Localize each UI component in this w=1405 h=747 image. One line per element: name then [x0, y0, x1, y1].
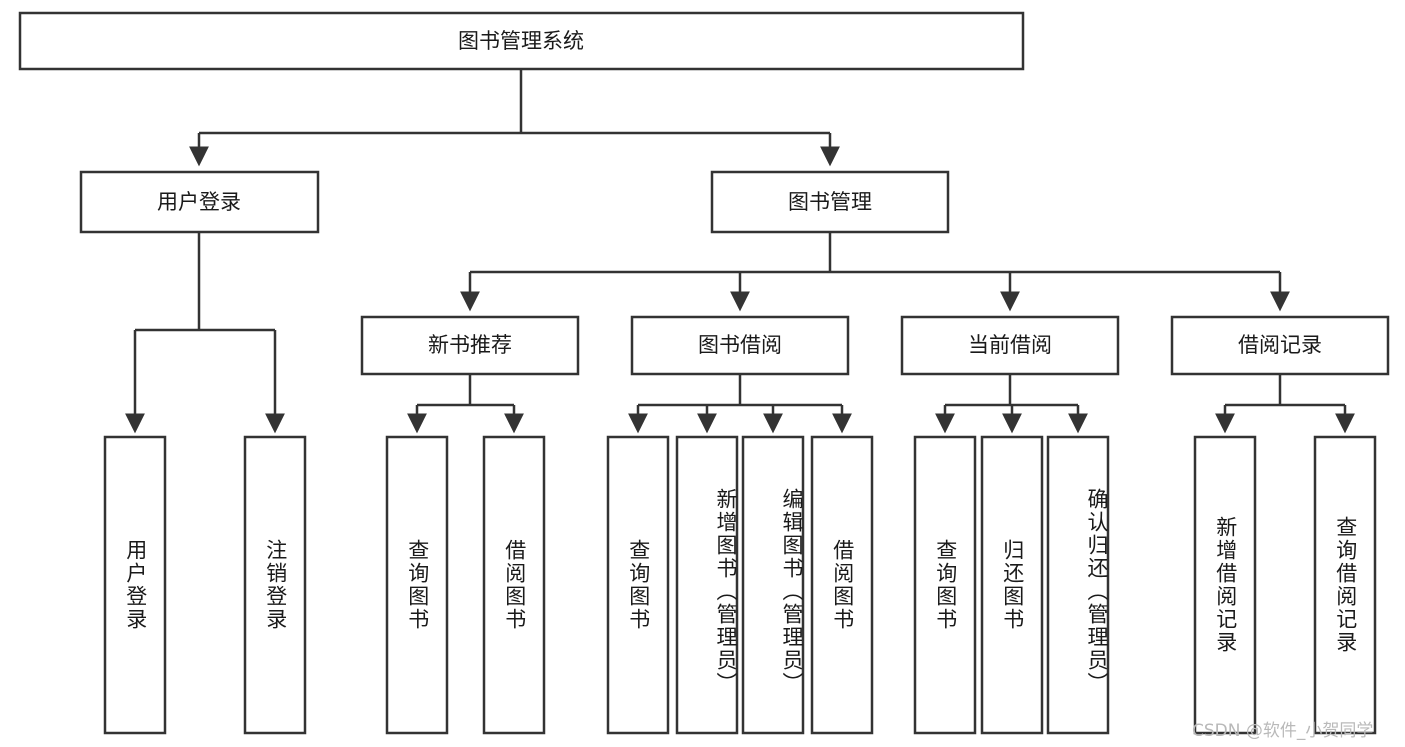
leaf-query-book-1-box[interactable]: [385, 435, 449, 735]
node-current-borrow-box: [900, 315, 1120, 376]
leaf-add-record-box[interactable]: [1193, 435, 1257, 735]
connector-root-to-level2: [189, 69, 840, 167]
node-root-box: [18, 11, 1025, 71]
node-new-book-recommend-label: 新书推荐: [428, 333, 512, 357]
node-book-manage-label: 图书管理: [788, 190, 872, 214]
node-borrow-record-label: 借阅记录: [1238, 333, 1322, 357]
leaf-edit-book-box[interactable]: [741, 435, 805, 735]
node-book-borrow-label: 图书借阅: [698, 333, 782, 357]
leaf-user-login-box[interactable]: [103, 435, 167, 735]
leaf-confirm-return-box[interactable]: [1046, 435, 1110, 735]
connector-user-login-to-leaves: [125, 232, 285, 434]
node-root-label: 图书管理系统: [458, 29, 584, 53]
leaf-user-logout-box[interactable]: [243, 435, 307, 735]
connector-new-book-recommend-to-leaves: [407, 374, 524, 434]
connector-borrow-record-to-leaves: [1215, 374, 1355, 434]
connector-book-manage-to-level3: [460, 232, 1290, 312]
connector-current-borrow-to-leaves: [935, 374, 1088, 434]
node-user-login-box: [79, 170, 320, 234]
node-new-book-recommend[interactable]: 新书推荐: [360, 315, 580, 376]
node-user-login[interactable]: 用户登录: [79, 170, 320, 234]
node-user-login-label: 用户登录: [157, 190, 241, 214]
node-new-book-recommend-box: [360, 315, 580, 376]
csdn-watermark: CSDN @软件_小贺同学: [1192, 721, 1374, 741]
leaf-borrow-book-2-box[interactable]: [810, 435, 874, 735]
leaf-query-book-3-box[interactable]: [913, 435, 977, 735]
node-borrow-record[interactable]: 借阅记录: [1170, 315, 1390, 376]
node-current-borrow-label: 当前借阅: [968, 333, 1052, 357]
leaf-add-book-box[interactable]: [675, 435, 739, 735]
node-book-manage[interactable]: 图书管理: [710, 170, 950, 234]
node-root[interactable]: 图书管理系统: [18, 11, 1025, 71]
node-book-borrow[interactable]: 图书借阅: [630, 315, 850, 376]
leaf-return-book-box[interactable]: [980, 435, 1044, 735]
leaf-borrow-book-1-box[interactable]: [482, 435, 546, 735]
node-current-borrow[interactable]: 当前借阅: [900, 315, 1120, 376]
connector-book-borrow-to-leaves: [628, 374, 852, 434]
leaf-query-record-box[interactable]: [1313, 435, 1377, 735]
leaf-query-book-2-box[interactable]: [606, 435, 670, 735]
